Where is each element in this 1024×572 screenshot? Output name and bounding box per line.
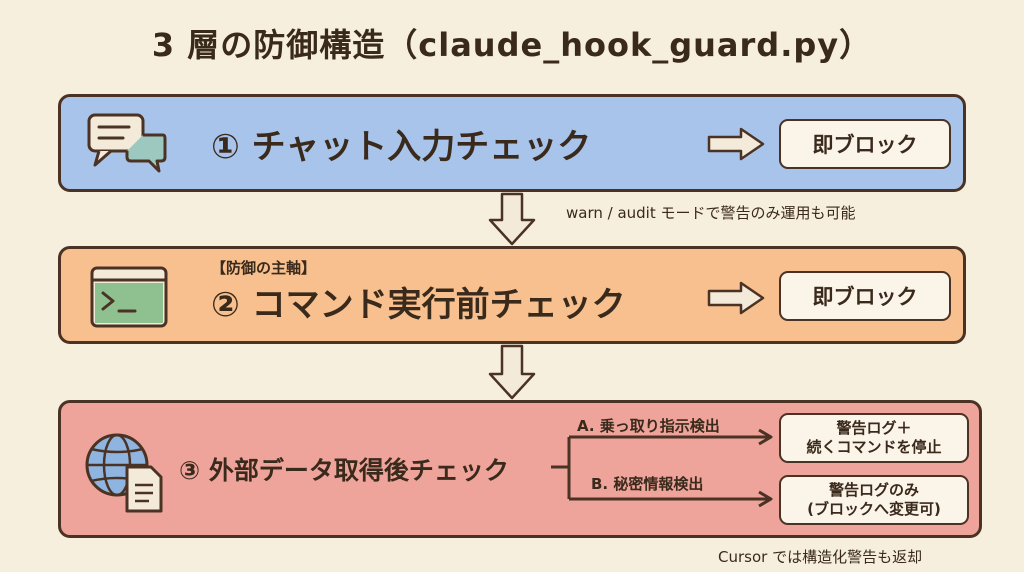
action-line: 警告ログのみ: [828, 481, 919, 499]
layer-label: ② コマンド実行前チェック: [211, 285, 626, 325]
main-defense-tag: 【防御の主軸】: [211, 259, 317, 277]
chat-bubbles-icon: [87, 113, 167, 173]
layer-chat-input-check: ① チャット入力チェック 即ブロック: [58, 94, 966, 192]
globe-document-icon: [85, 433, 163, 513]
action-block-box: 即ブロック: [779, 271, 951, 321]
action-line: 警告ログ＋: [836, 419, 912, 437]
branch-connector: [551, 428, 773, 508]
branch-label-hijack: A. 乗っ取り指示検出: [577, 417, 720, 435]
down-arrow-icon: [488, 344, 536, 400]
action-line: (ブロックへ変更可): [807, 500, 941, 518]
layer-label: ① チャット入力チェック: [211, 127, 592, 167]
layer-label: ③ 外部データ取得後チェック: [179, 456, 509, 485]
down-arrow-icon: [488, 192, 536, 246]
right-arrow-icon: [707, 281, 765, 315]
right-arrow-icon: [707, 127, 765, 161]
action-warn-stop-box: 警告ログ＋ 続くコマンドを停止: [779, 413, 969, 463]
layer3-note: Cursor では構造化警告も返却: [718, 548, 923, 566]
action-line: 続くコマンドを停止: [806, 438, 942, 456]
layer-command-pre-check: 【防御の主軸】 ② コマンド実行前チェック 即ブロック: [58, 246, 966, 344]
action-block-box: 即ブロック: [779, 119, 951, 169]
diagram-title: 3 層の防御構造（claude_hook_guard.py）: [151, 26, 873, 64]
branch-label-secret: B. 秘密情報検出: [591, 475, 704, 493]
layer1-note: warn / audit モードで警告のみ運用も可能: [566, 204, 856, 222]
action-warn-only-box: 警告ログのみ (ブロックへ変更可): [779, 475, 969, 525]
terminal-window-icon: [90, 266, 168, 328]
layer-external-data-check: ③ 外部データ取得後チェック A. 乗っ取り指示検出 B. 秘密情報検出 警告ロ…: [58, 400, 982, 538]
